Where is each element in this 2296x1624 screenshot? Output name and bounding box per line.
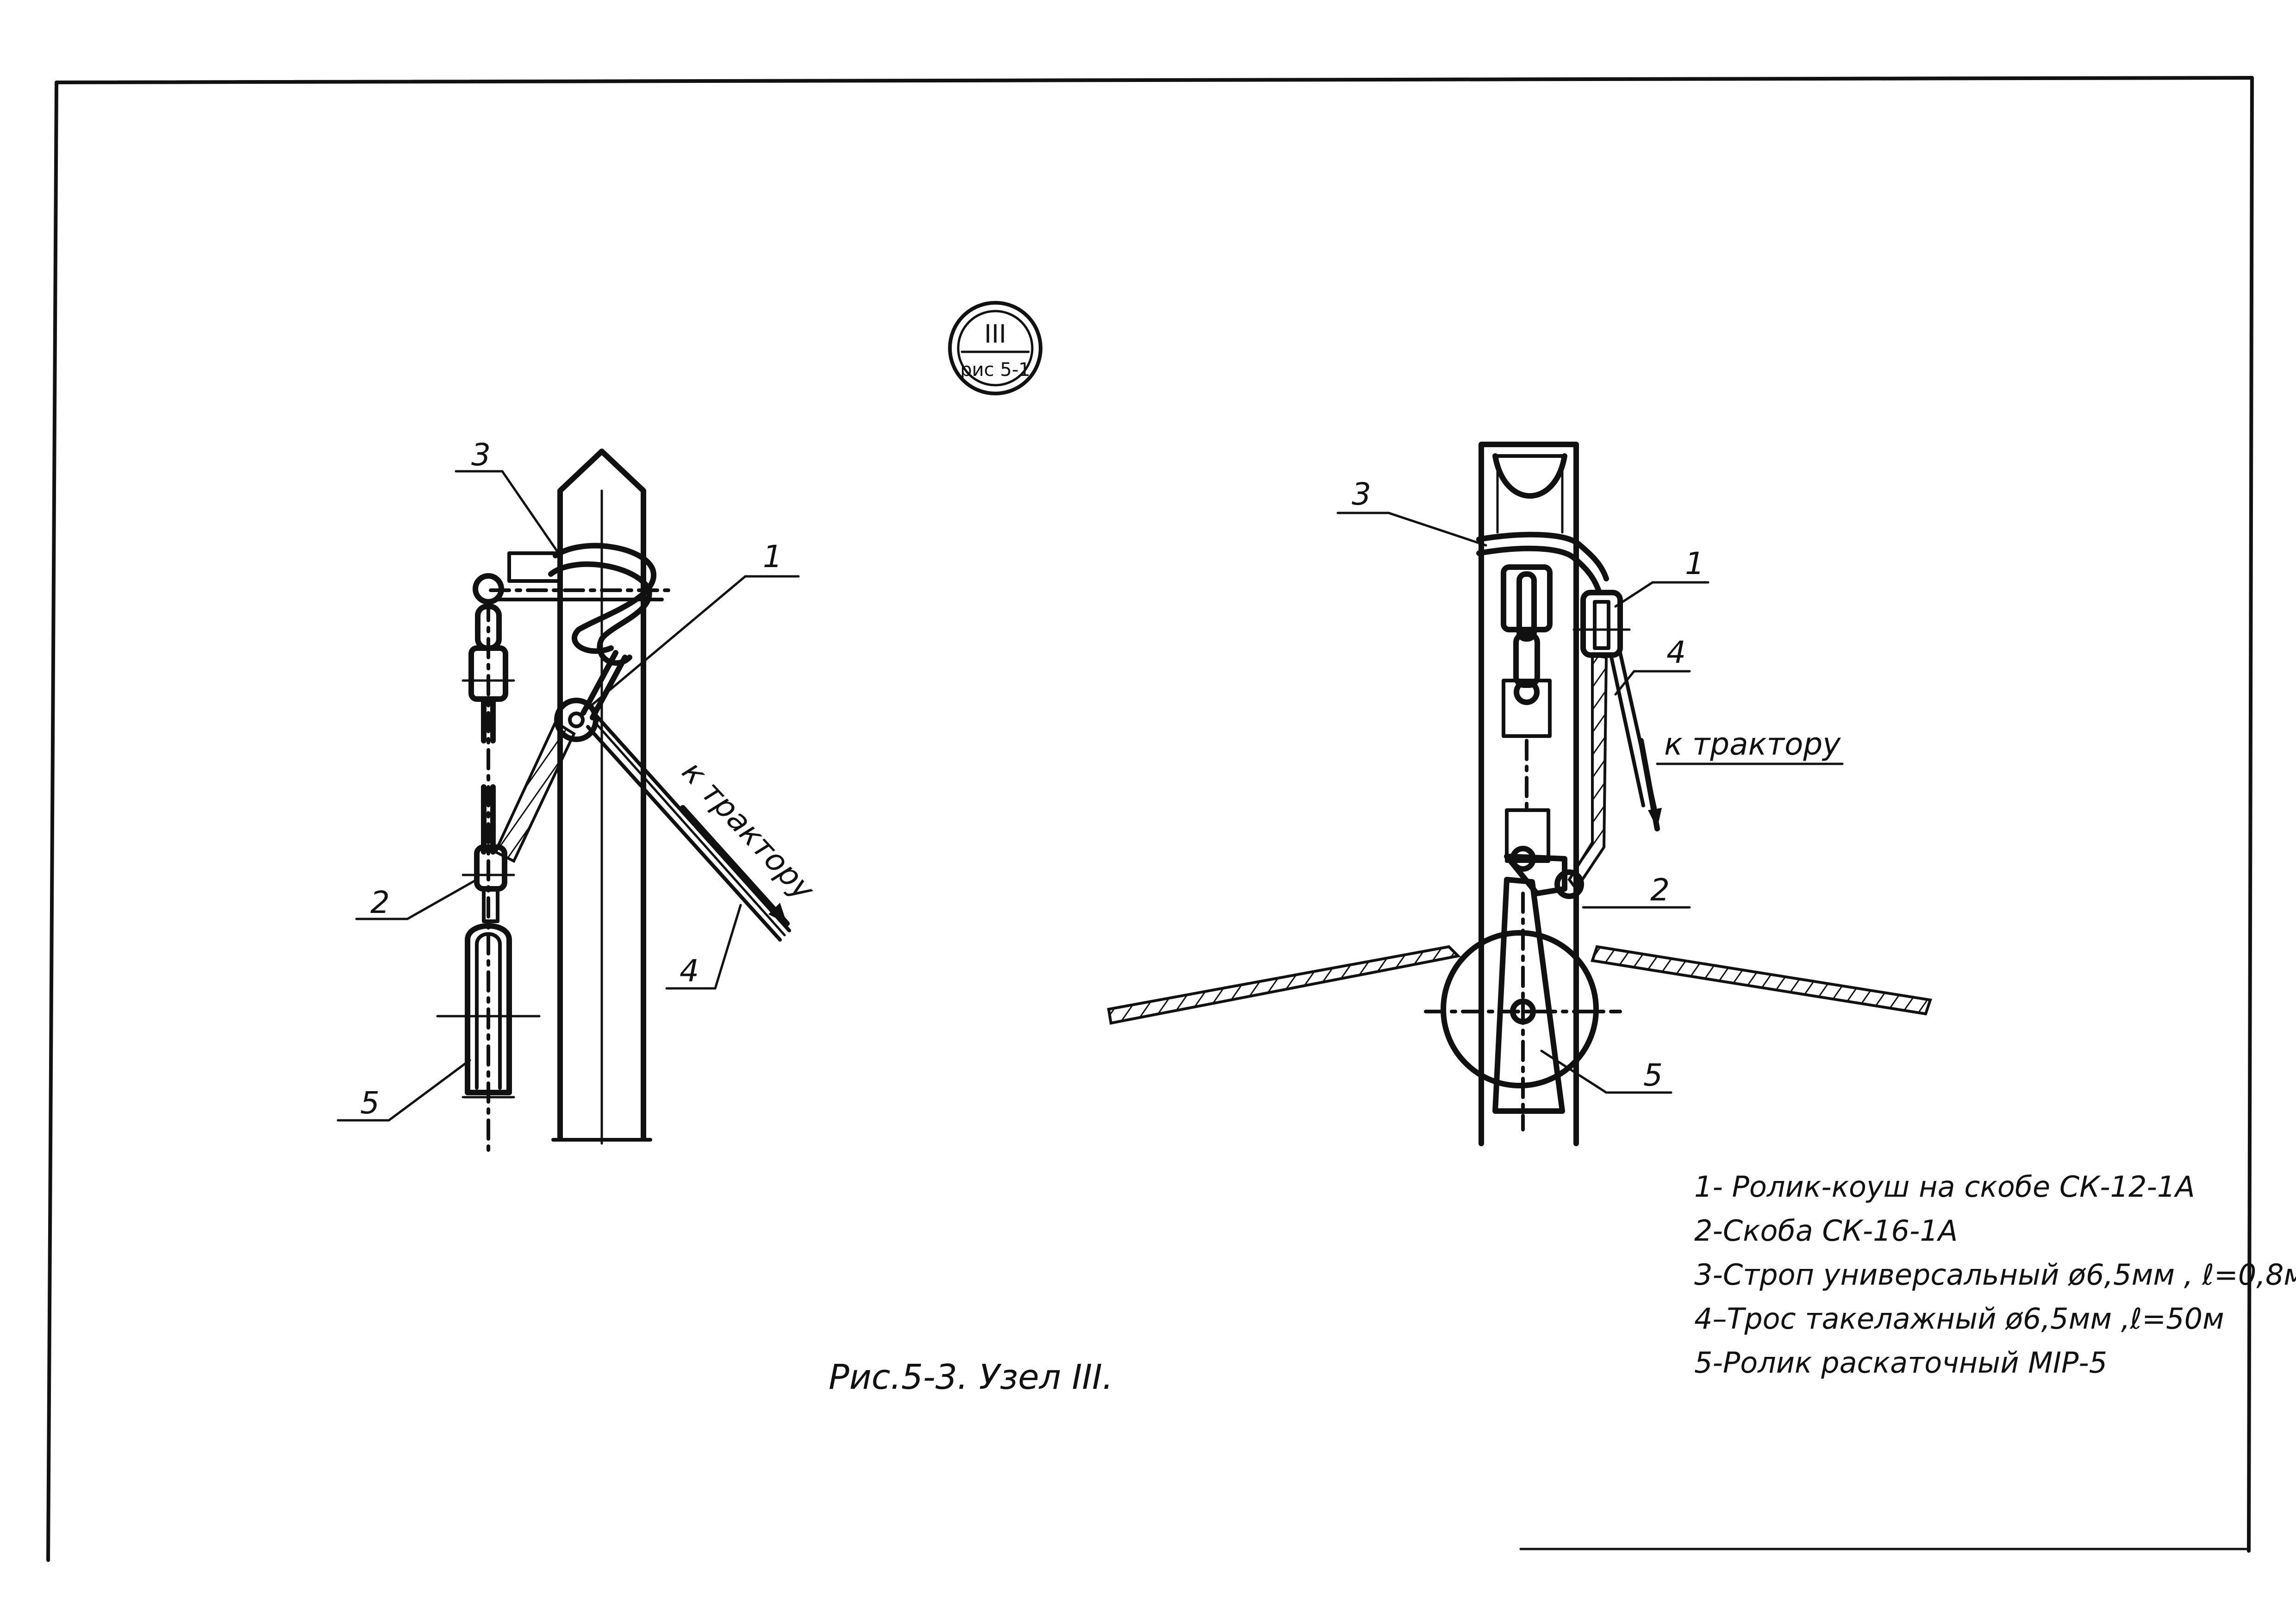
left-tow-rope	[586, 715, 791, 942]
legend-item-3: 3-Строп универсальный ø6,5мм , ℓ=0,8м	[1694, 1258, 2296, 1292]
left-callout-1: 1	[586, 539, 800, 710]
right-callout-5: 5	[1540, 1049, 1672, 1094]
right-sling	[1476, 531, 1609, 595]
left-rope-hatched	[493, 720, 576, 863]
right-callout-1: 1	[1614, 546, 1710, 608]
right-pole	[1479, 442, 1579, 1146]
left-callout-4: 4	[665, 904, 742, 990]
left-shackle	[462, 844, 515, 923]
callout-number: 5	[1643, 1057, 1663, 1093]
left-pulley	[554, 698, 599, 742]
left-callout-2: 2	[355, 878, 478, 920]
left-chain	[462, 573, 515, 1159]
right-direction-label: к трактору	[1664, 726, 1841, 762]
right-view: 3 1 4 2 5 к трактору	[1107, 442, 1932, 1146]
callout-number: 2	[370, 885, 390, 920]
callout-number: 1	[763, 539, 782, 575]
callout-number: 4	[1666, 635, 1686, 670]
callout-number: 1	[1685, 546, 1704, 581]
marker-bottom: рис 5-1	[960, 359, 1030, 381]
right-rope-hatched	[1567, 653, 1608, 892]
callout-number: 3	[1352, 476, 1371, 512]
callout-number: 5	[360, 1085, 380, 1121]
callout-number: 2	[1650, 872, 1670, 908]
callout-number: 3	[471, 437, 491, 473]
figure-caption: Рис.5-3. Узел III.	[829, 1357, 1113, 1397]
left-view: 3 1 2 4 5 к трактору	[337, 437, 822, 1159]
right-center-chain	[1501, 564, 1553, 817]
legend-item-2: 2-Скоба СК-16-1А	[1694, 1214, 1958, 1248]
right-roller	[1424, 808, 1622, 1131]
right-callout-2: 2	[1582, 872, 1691, 909]
legend-item-5: 5-Ролик раскаточный МIР-5	[1694, 1346, 2107, 1380]
left-callout-5: 5	[337, 1059, 471, 1122]
detail-marker: III рис 5-1	[948, 301, 1042, 395]
legend-item-1: 1- Ролик-коуш на скобе СК-12-1А	[1694, 1170, 2195, 1204]
legend: 1- Ролик-коуш на скобе СК-12-1А 2-Скоба …	[1694, 1170, 2296, 1380]
left-callout-3: 3	[455, 437, 562, 557]
legend-item-4: 4–Трос такелажный ø6,5мм ,ℓ=50м	[1694, 1302, 2224, 1336]
marker-top: III	[984, 319, 1006, 349]
right-tow-rope	[1609, 651, 1662, 831]
left-roller	[436, 923, 541, 1099]
callout-number: 4	[680, 953, 699, 989]
sheet-frame	[46, 76, 2254, 1562]
right-main-line	[1107, 945, 1932, 1025]
right-callout-3: 3	[1336, 476, 1487, 547]
right-pulley	[1572, 590, 1631, 658]
right-direction: к трактору	[1656, 726, 1844, 765]
right-callout-4: 4	[1614, 635, 1691, 696]
